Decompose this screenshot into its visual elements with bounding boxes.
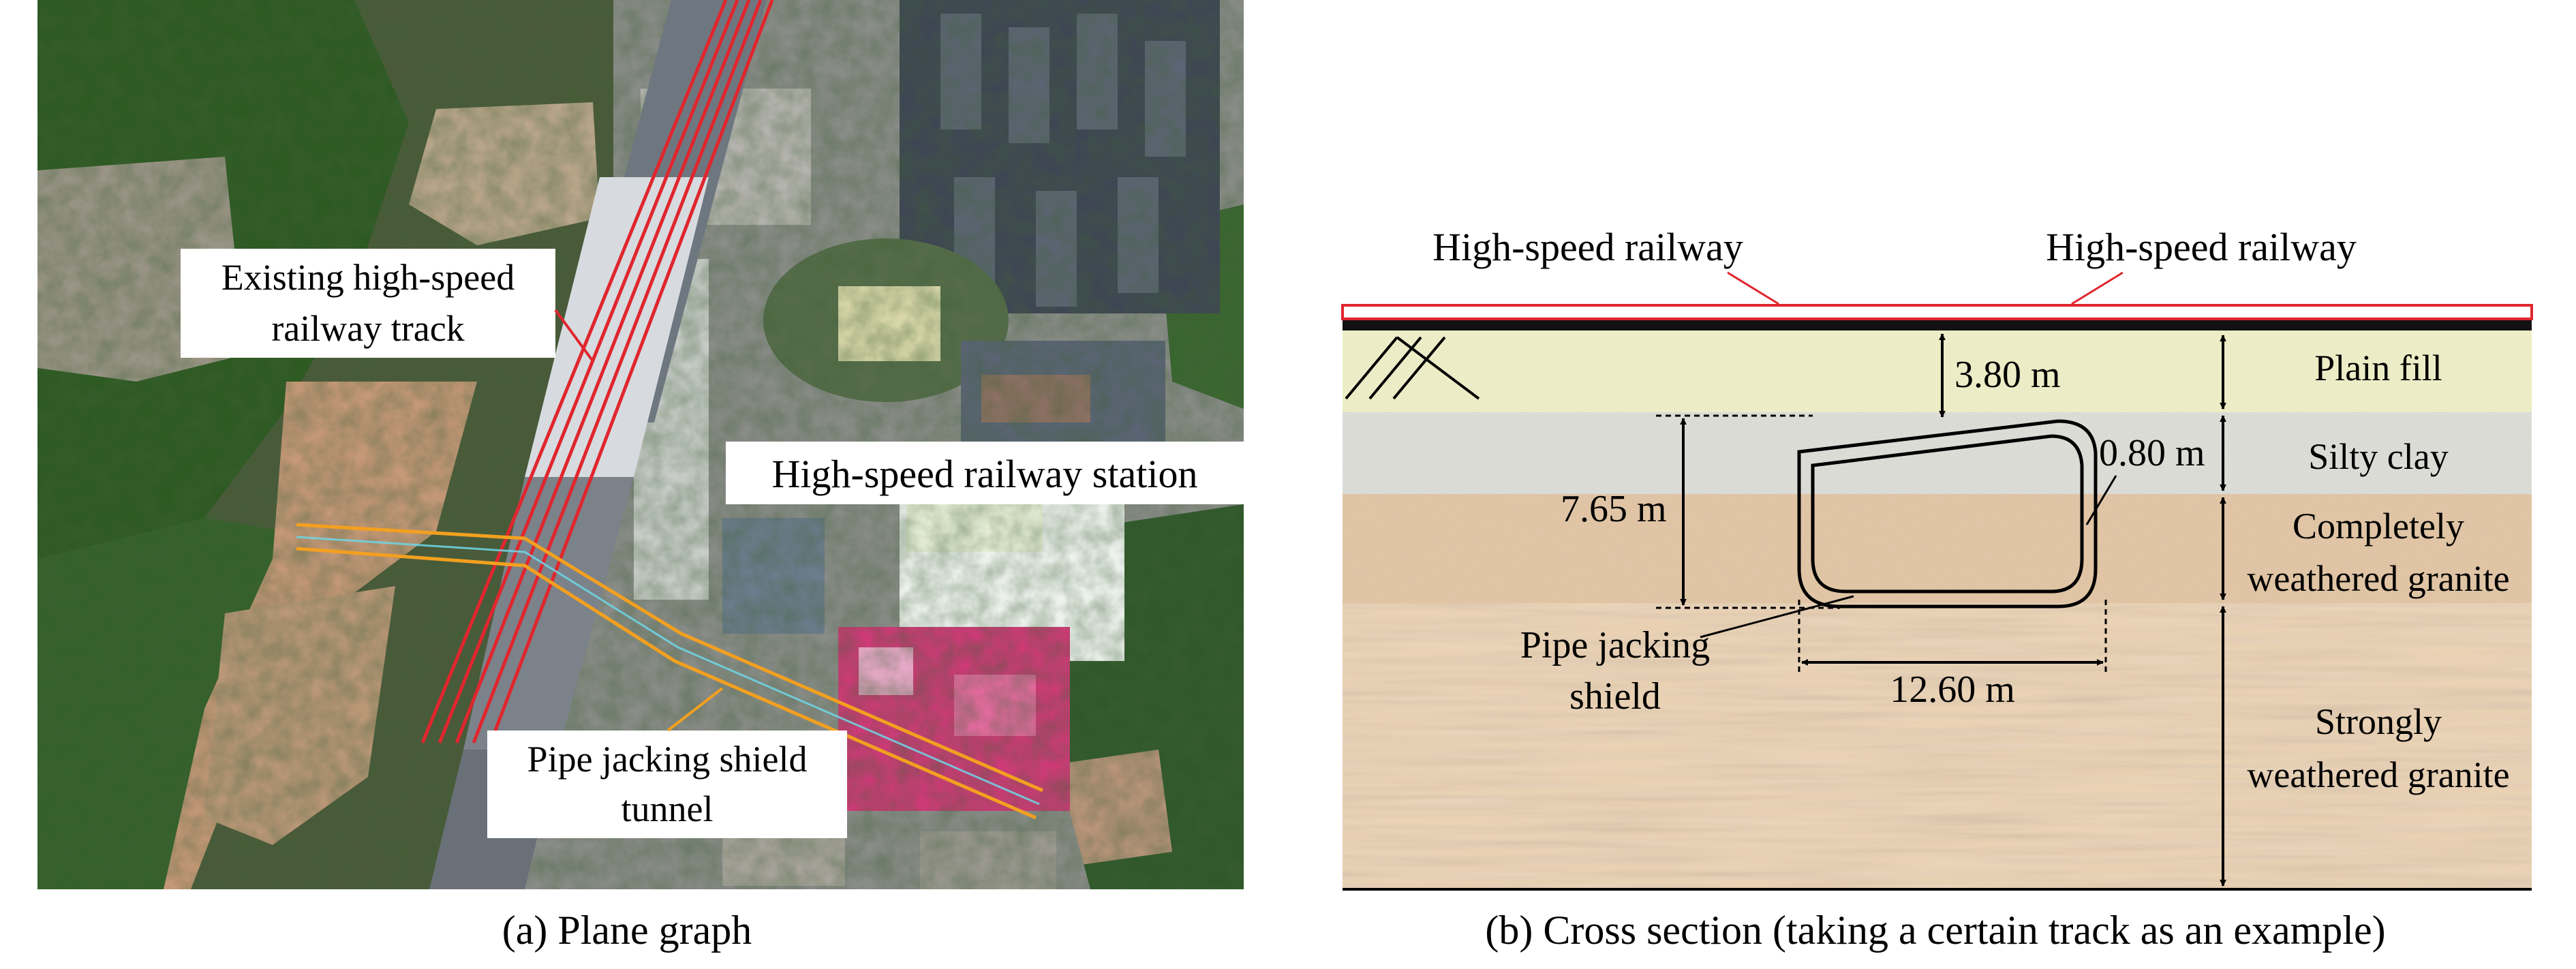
label-station-text: High-speed railway station (772, 452, 1198, 496)
rail-label-1: High-speed railway (1432, 225, 1743, 269)
dim-width-label: 12.60 m (1890, 668, 2015, 711)
layer-label-completely-line2: weathered granite (2247, 558, 2509, 599)
tunnel-section (1797, 419, 2098, 609)
layer-label-completely-line1: Completely (2293, 506, 2464, 547)
dim-thickness-leader (2085, 475, 2117, 525)
label-station: High-speed railway station (726, 442, 1244, 504)
shield-label-line2: shield (1569, 675, 1661, 718)
layer-label-plain-fill: Plain fill (2314, 348, 2442, 388)
shield-label-line1: Pipe jacking (1520, 624, 1710, 666)
layer-label-strongly-line1: Strongly (2315, 701, 2442, 742)
tunnel-corridor-inner (296, 536, 1040, 805)
tunnel-corridor (296, 523, 1043, 820)
dim-cover-label: 3.80 m (1954, 354, 2061, 396)
tunnel-outer-ring (1797, 419, 2098, 609)
cross-section-panel: High-speed railway High-speed railway 3.… (1341, 225, 2533, 891)
label-existing-track-line2: railway track (271, 308, 464, 349)
caption-cross-section: (b) Cross section (taking a certain trac… (1485, 908, 2386, 953)
label-tunnel-leader (666, 687, 724, 732)
layer-label-strongly-line2: weathered granite (2247, 754, 2509, 795)
layer-plain-fill (1343, 330, 2532, 412)
dim-thickness-label: 0.80 m (2099, 432, 2205, 474)
layer-label-silty-clay: Silty clay (2308, 436, 2448, 477)
shield-label-leader (1700, 595, 1854, 639)
caption-plane-graph: (a) Plane graph (502, 908, 752, 953)
fill-hatching (1345, 336, 1480, 400)
rail-label-2: High-speed railway (2046, 225, 2357, 269)
railway-bar (1341, 304, 2533, 320)
tunnel-inner-ring (1811, 434, 2084, 594)
ground-surface-line (1343, 320, 2532, 330)
layer-texture-fine (1343, 412, 2532, 603)
existing-railway-tracks (420, 0, 774, 743)
plane-graph-panel: Existing high-speed railway track High-s… (37, 0, 1244, 889)
layer-texture-streak (1343, 603, 2532, 889)
label-existing-track-leader (554, 309, 594, 363)
label-existing-track: Existing high-speed railway track (181, 249, 594, 363)
label-tunnel-line2: tunnel (622, 788, 714, 829)
rail-label-1-leader (1727, 271, 1779, 305)
dim-height-label: 7.65 m (1561, 488, 1667, 530)
label-tunnel-line1: Pipe jacking shield (527, 739, 808, 780)
rail-label-2-leader (2071, 271, 2123, 305)
label-tunnel: Pipe jacking shield tunnel (487, 687, 847, 838)
label-existing-track-line1: Existing high-speed (221, 257, 515, 298)
